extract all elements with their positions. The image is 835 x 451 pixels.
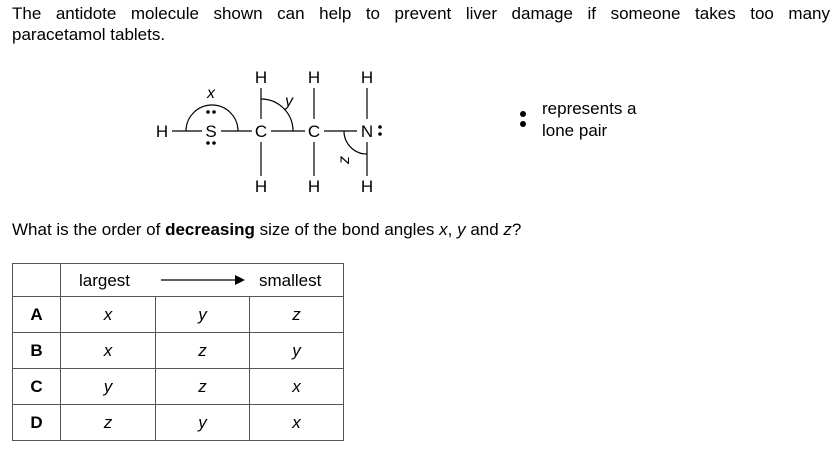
option-value: z [155,368,250,405]
option-letter: B [12,332,61,369]
option-value: z [155,332,250,369]
option-letter: D [12,404,61,441]
lone-pair-legend: represents a lone pair [512,98,672,148]
lone-pairs [206,110,382,145]
option-value: y [249,332,344,369]
answer-options-table: largest smallest A x y z B x z y C y z x… [12,263,344,441]
option-value: x [60,332,156,369]
atom-carbon-1: C [255,122,267,141]
option-value: y [155,404,250,441]
legend-text: represents a lone pair [542,98,637,142]
option-value: z [60,404,156,441]
atom-h-n-bottom: H [361,177,373,196]
angle-arc-z [343,130,368,155]
atom-sulfur: S [205,122,216,141]
question-prefix: What is the order of [12,220,166,239]
molecule-diagram: H S C C N H H H H H H x y z [156,68,382,196]
option-letter: A [12,296,61,333]
atom-h-n-top: H [361,68,373,87]
header-smallest: smallest [259,271,322,290]
legend-line-1: represents a [542,99,637,118]
header-largest: largest [79,271,131,290]
angle-label-z: z [336,156,353,165]
intro-text: The antidote molecule shown can help to … [12,3,830,45]
option-value: x [60,296,156,333]
bonds [172,88,368,176]
table-row[interactable]: C y z x [12,368,344,405]
arrow-right-icon [161,275,245,285]
option-letter: C [12,368,61,405]
table-row[interactable]: B x z y [12,332,344,369]
question-emphasis: decreasing [165,220,255,239]
option-value: y [60,368,156,405]
header-blank-cell [12,263,61,297]
atom-h-c1-bottom: H [255,177,267,196]
option-value: y [155,296,250,333]
legend-line-2: lone pair [542,121,608,140]
table-row[interactable]: D z y x [12,404,344,441]
question-angle-z: z [503,220,512,239]
intro-line-2: paracetamol tablets. [12,25,166,44]
angle-arc-y [260,98,294,132]
atom-h-c2-bottom: H [308,177,320,196]
question-sep: , [447,220,458,239]
table-header-row: largest smallest [12,263,344,297]
question-suffix: ? [511,220,522,239]
atom-h-c1-top: H [255,68,267,87]
question-angle-y: y [457,220,466,239]
question-text: What is the order of decreasing size of … [12,220,521,240]
option-value: x [249,404,344,441]
option-value: x [249,368,344,405]
table-row[interactable]: A x y z [12,296,344,333]
angle-arc-x [185,104,239,132]
question-middle: size of the bond angles [254,220,440,239]
question-angle-x: x [439,220,448,239]
intro-line-1: The antidote molecule shown can help to … [12,4,830,23]
header-range-cell: largest smallest [60,263,344,297]
atom-h-left: H [156,122,168,141]
option-value: z [249,296,344,333]
atom-nitrogen: N [361,122,373,141]
lone-pair-symbol-icon [520,108,528,130]
angle-label-y: y [284,93,294,110]
angle-label-x: x [206,85,216,102]
question-and: and [465,220,504,239]
atom-h-c2-top: H [308,68,320,87]
atom-carbon-2: C [308,122,320,141]
